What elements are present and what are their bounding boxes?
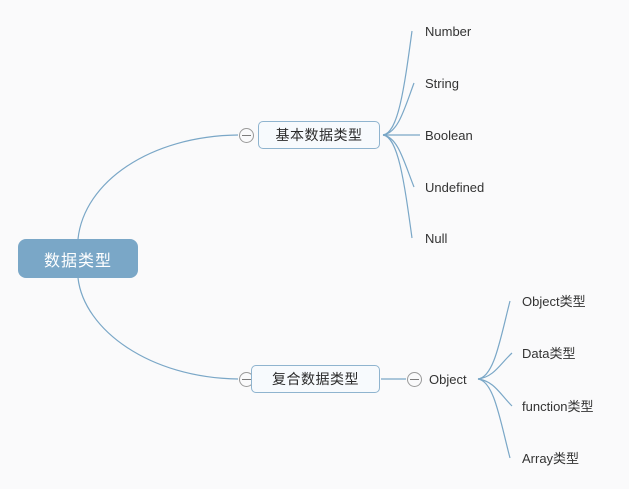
branch-node-composite-label: 复合数据类型: [272, 371, 359, 387]
leaf-node-data-type[interactable]: Data类型: [522, 346, 576, 361]
edge-object-to-object-type: [477, 300, 511, 380]
leaf-node-array-type[interactable]: Array类型: [522, 451, 580, 466]
edge-object-to-data-type: [477, 352, 513, 380]
edge-primitive-to-null: [382, 134, 413, 239]
collapse-minus-icon-primitive[interactable]: [239, 128, 254, 143]
leaf-node-boolean[interactable]: Boolean: [425, 128, 473, 143]
leaf-node-null[interactable]: Null: [425, 231, 448, 246]
leaf-node-object-type[interactable]: Object类型: [522, 294, 586, 309]
branch-node-primitive[interactable]: 基本数据类型: [258, 121, 380, 149]
leaf-node-function-type[interactable]: function类型: [522, 399, 594, 414]
collapse-minus-icon-object[interactable]: [407, 372, 422, 387]
edge-primitive-to-string: [382, 82, 415, 136]
leaf-node-undefined[interactable]: Undefined: [425, 180, 485, 195]
edge-root-to-composite: [77, 277, 239, 380]
root-node-label: 数据类型: [43, 252, 112, 270]
edge-primitive-to-number: [382, 30, 413, 136]
edge-root-to-primitive: [77, 134, 239, 240]
branch-node-primitive-label: 基本数据类型: [275, 127, 363, 143]
edge-object-to-array-type: [477, 378, 511, 459]
root-node[interactable]: 数据类型: [18, 239, 138, 278]
leaf-node-string[interactable]: String: [425, 76, 459, 91]
branch-node-composite[interactable]: 复合数据类型: [251, 365, 380, 393]
node-object[interactable]: Object: [429, 372, 467, 387]
leaf-node-number[interactable]: Number: [425, 24, 472, 39]
